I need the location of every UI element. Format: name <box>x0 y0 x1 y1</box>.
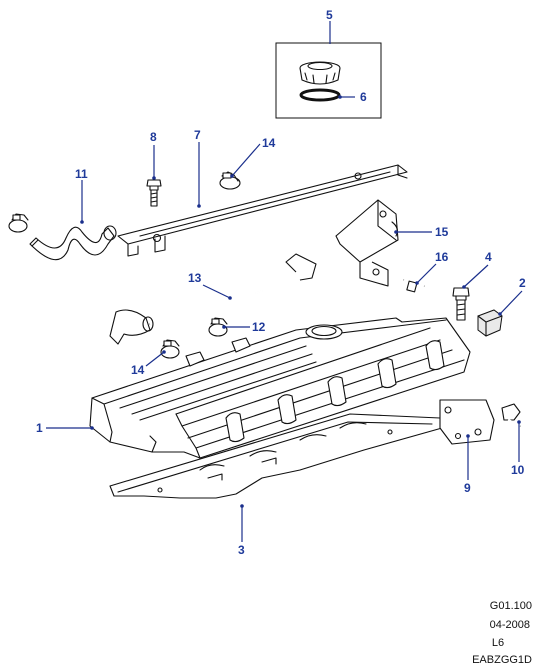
callout-2: 2 <box>519 276 526 290</box>
callout-6: 6 <box>360 90 367 104</box>
callout-7: 7 <box>194 128 201 142</box>
bolt-4 <box>452 287 470 321</box>
callout-15: 15 <box>435 225 449 239</box>
leader-lines <box>46 21 523 542</box>
cover-rail <box>117 164 408 257</box>
callout-3: 3 <box>238 543 245 557</box>
callout-11: 11 <box>75 167 88 181</box>
callout-8: 8 <box>150 130 157 144</box>
bolt-8 <box>146 179 162 207</box>
seal-ring <box>299 88 341 102</box>
spacer-block-2 <box>477 309 503 337</box>
inset-frame <box>275 42 382 119</box>
callout-1: 1 <box>36 421 43 435</box>
bracket-15 <box>335 199 399 287</box>
bolt-16 <box>403 278 425 293</box>
callout-16: 16 <box>435 250 449 264</box>
cap-body <box>299 67 341 85</box>
callout-14b: 14 <box>131 363 145 377</box>
callout-4: 4 <box>485 250 492 264</box>
callout-9: 9 <box>464 481 471 495</box>
footer-ref: G01.100 <box>489 600 532 612</box>
footer-date: 04-2008 <box>489 619 530 631</box>
breather-pipe-13 <box>109 253 317 345</box>
callout-labels: 5 6 7 8 14 11 15 16 4 2 13 12 14 1 9 10 … <box>36 8 526 557</box>
bolt-10 <box>501 403 521 428</box>
callout-12: 12 <box>252 320 266 334</box>
hose-clip-14b <box>160 339 180 359</box>
callout-5: 5 <box>326 8 333 22</box>
callout-10: 10 <box>511 463 525 477</box>
cam-cover-1 <box>89 317 471 459</box>
oil-filler-cap-inset <box>275 42 382 119</box>
cover-plate-9 <box>439 399 495 445</box>
callout-13: 13 <box>188 271 202 285</box>
callout-14a: 14 <box>262 136 276 150</box>
hose-clip-14a <box>219 171 241 190</box>
breather-hose-11 <box>8 213 117 261</box>
